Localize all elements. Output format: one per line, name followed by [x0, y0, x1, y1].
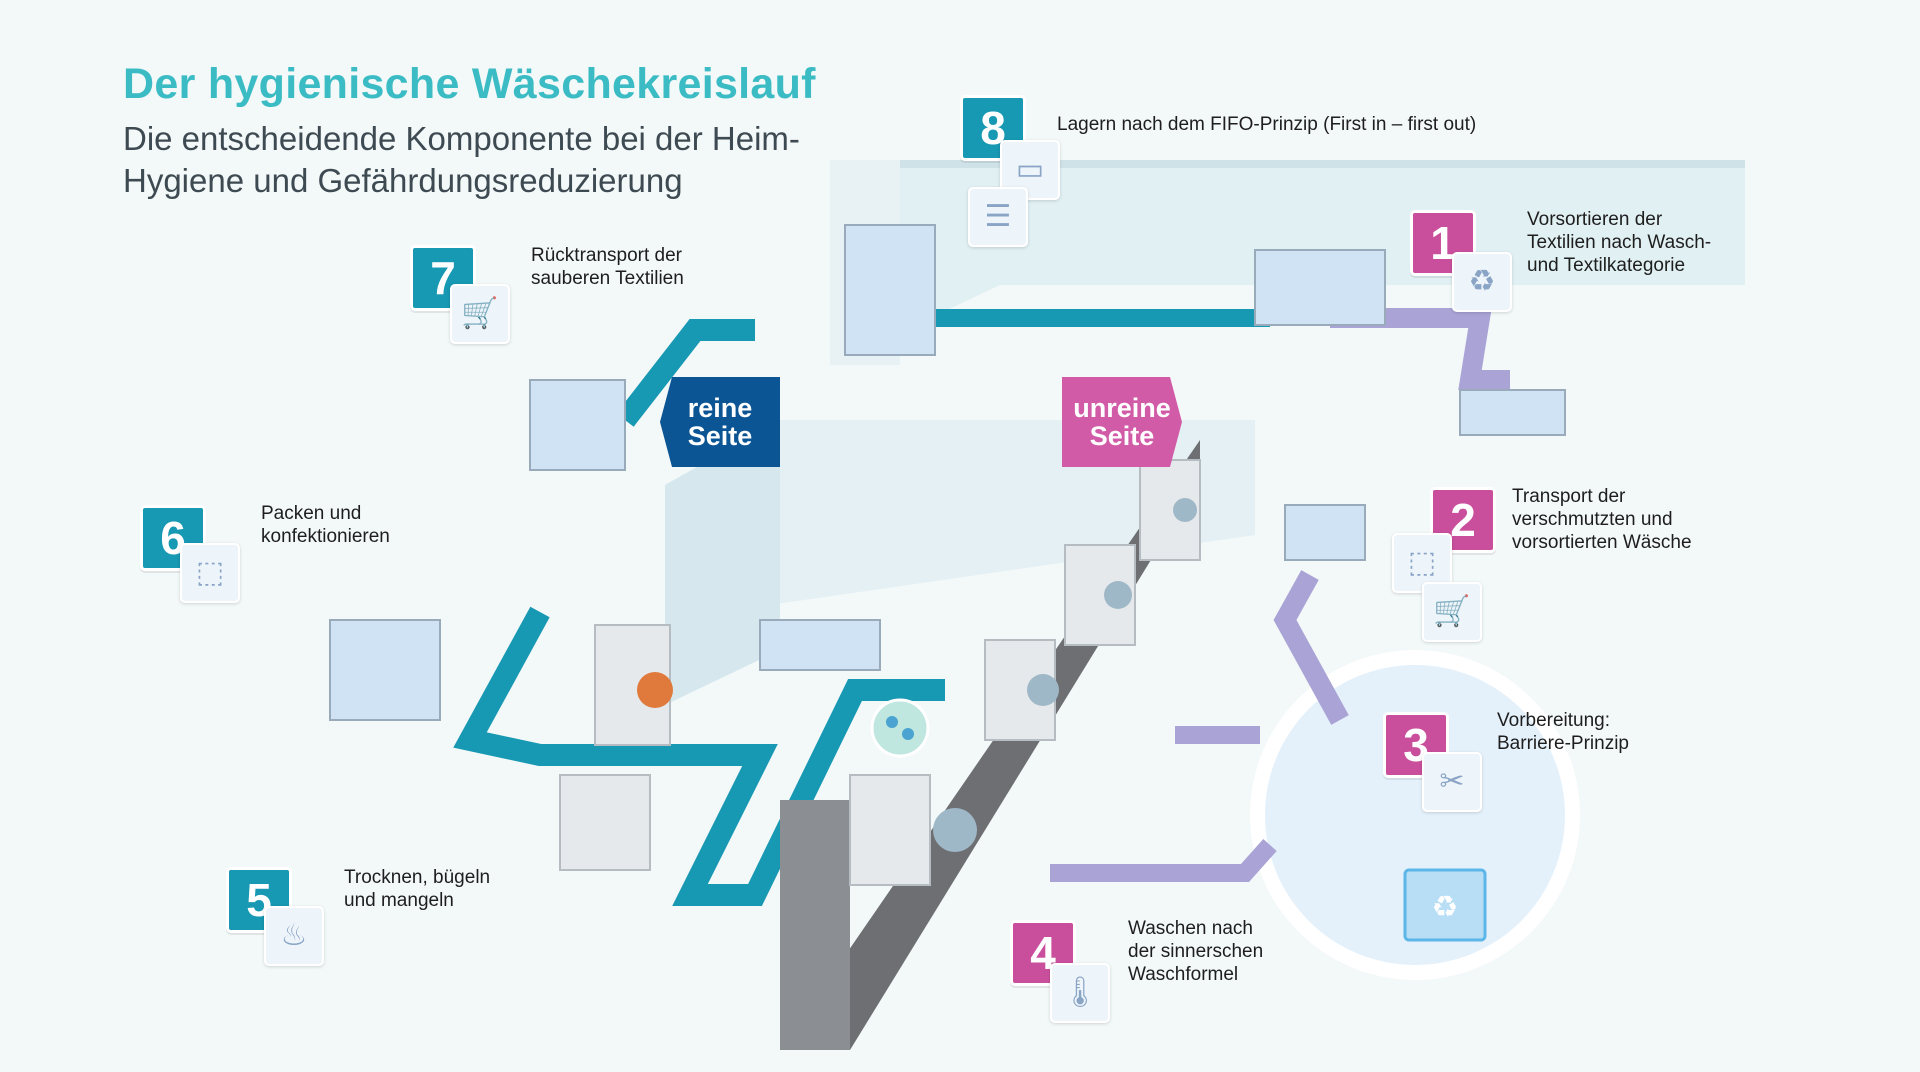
step-2-line-3: vorsortierten Wäsche — [1512, 532, 1692, 553]
step-6-text: Packen und konfektionieren — [261, 502, 390, 548]
clean-sign-line-1: reine — [687, 393, 753, 423]
step-2-line-1: Transport der — [1512, 486, 1626, 507]
cart-icon: 🛒 — [450, 284, 510, 344]
step-1-line-3: und Textilkategorie — [1527, 255, 1686, 276]
step-3-line-2: Barriere-Prinzip — [1497, 733, 1629, 754]
step-2-line-2: verschmutzten und — [1512, 509, 1673, 530]
washer-4 — [849, 774, 931, 886]
scissors-tools-icon: ✂ — [1422, 752, 1482, 812]
clean-side-sign: reine Seite — [660, 377, 780, 467]
step-4-text: Waschen nach der sinnerschen Waschformel — [1128, 917, 1263, 986]
step-8-text: Lagern nach dem FIFO-Prinzip (First in –… — [1057, 113, 1476, 136]
step-5-line-1: Trocknen, bügeln — [344, 867, 491, 888]
germ-icon — [870, 698, 930, 758]
page-subtitle: Die entscheidende Komponente bei der Hei… — [123, 120, 800, 199]
dirty-sign-line-2: Seite — [1089, 421, 1155, 451]
dirty-path-1 — [1330, 308, 1510, 390]
heat-waves-icon: ♨ — [264, 906, 324, 966]
storage-shelf — [844, 224, 936, 356]
dirty-side-sign: unreine Seite — [1062, 377, 1182, 467]
step-7-line-2: sauberen Textilien — [531, 268, 684, 289]
patient-bed — [1254, 249, 1386, 326]
transport-trolley — [759, 619, 881, 671]
step-1-line-1: Vorsortieren der — [1527, 209, 1663, 230]
clean-sign-line-2: Seite — [687, 421, 753, 451]
recycle-icon: ♻ — [1452, 252, 1512, 312]
step-3-text: Vorbereitung: Barriere-Prinzip — [1497, 709, 1629, 755]
packing-shelf — [329, 619, 441, 721]
cart-icon: 🛒 — [1422, 582, 1482, 642]
step-3-line-1: Vorbereitung: — [1497, 710, 1611, 731]
sorting-bins — [1459, 389, 1566, 436]
dirty-path-2 — [1273, 570, 1349, 725]
step-1-text: Vorsortieren der Textilien nach Wasch- u… — [1527, 208, 1711, 277]
clean-path-7 — [616, 319, 755, 427]
step-8-line-1: Lagern nach dem FIFO-Prinzip (First in –… — [1057, 114, 1477, 135]
bin — [1403, 868, 1487, 942]
dirty-cart — [1284, 504, 1366, 561]
box-icon: ⬚ — [180, 543, 240, 603]
list-icon: ☰ — [968, 187, 1028, 247]
step-1-line-2: Textilien nach Wasch- — [1527, 232, 1712, 253]
dirty-path-4 — [1050, 839, 1277, 882]
step-4-line-3: Waschformel — [1128, 964, 1239, 985]
step-5-line-2: und mangeln — [344, 890, 454, 911]
page-title: Der hygienische Wäschekreislauf — [123, 60, 816, 108]
step-6-line-2: konfektionieren — [261, 526, 390, 547]
step-7-text: Rücktransport der sauberen Textilien — [531, 244, 684, 290]
svg-text:♻: ♻ — [1432, 890, 1459, 925]
step-4-line-1: Waschen nach — [1128, 918, 1253, 939]
dirty-sign-line-1: unreine — [1073, 393, 1171, 423]
step-2-text: Transport der verschmutzten und vorsorti… — [1512, 485, 1692, 554]
clean-cart — [529, 379, 626, 471]
step-7-badge: 7 — [410, 245, 476, 311]
thermometer-clock-icon: 🌡 — [1050, 963, 1110, 1023]
step-5-text: Trocknen, bügeln und mangeln — [344, 866, 490, 912]
clean-path-5 — [660, 679, 945, 906]
step-4-line-2: der sinnerschen — [1128, 941, 1264, 962]
step-6-line-1: Packen und — [261, 503, 362, 524]
step-7-line-1: Rücktransport der — [531, 245, 683, 266]
clean-path-6 — [453, 606, 660, 766]
